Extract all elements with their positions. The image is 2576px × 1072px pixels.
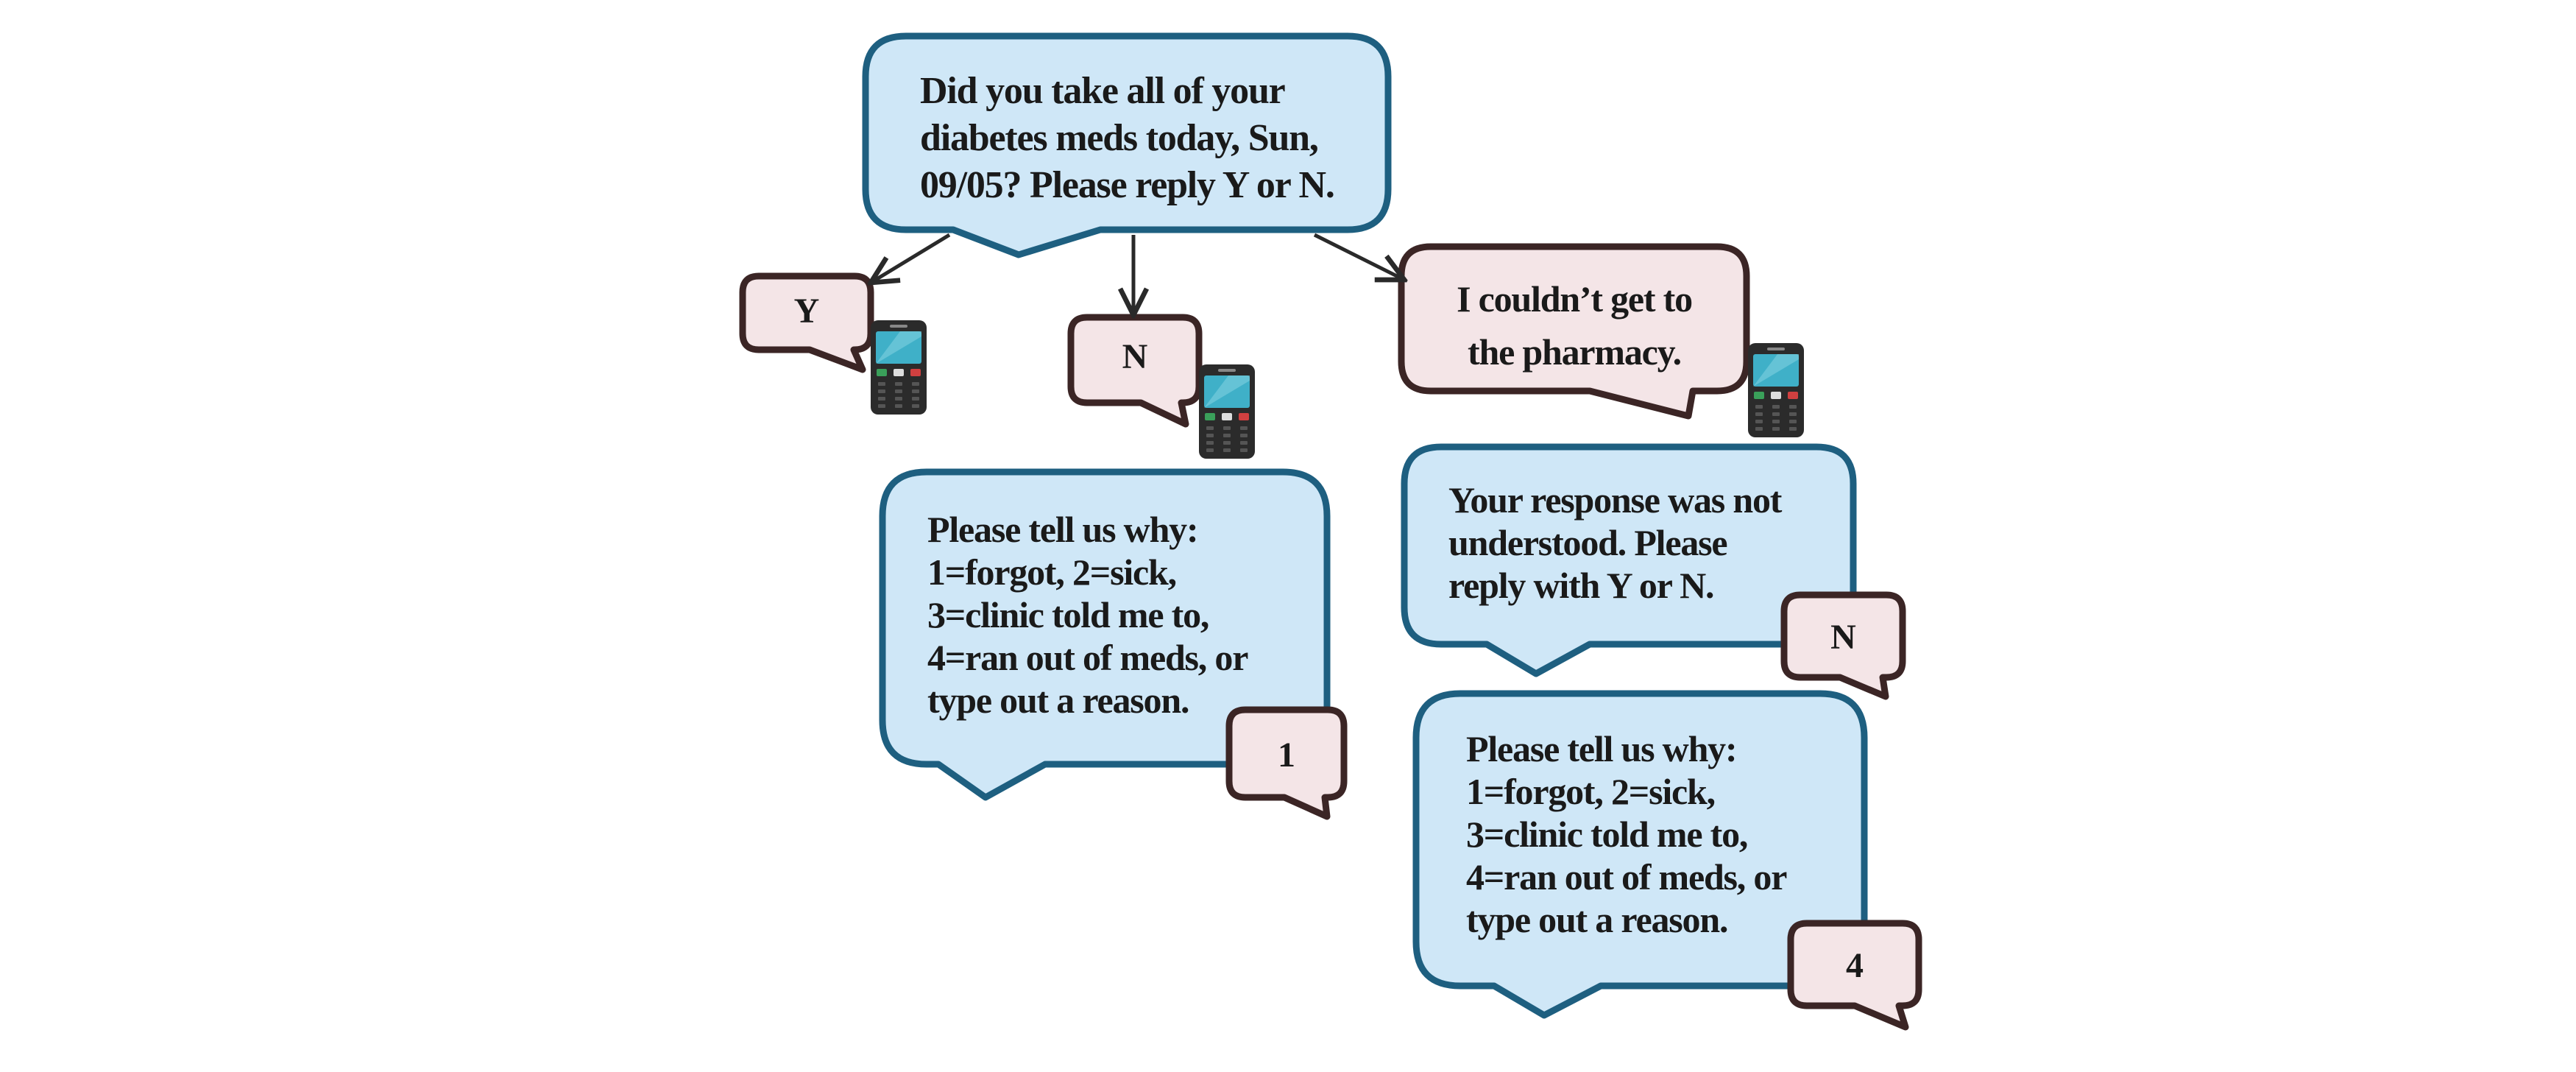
reply-reason-left-bubble — [1225, 706, 1348, 820]
prompt-line: Please tell us why: — [1466, 728, 1738, 769]
mobile-phone-icon — [871, 320, 927, 415]
arrow-to-free-text — [1313, 233, 1404, 280]
prompt-line: Your response was not — [1448, 479, 1782, 521]
prompt-line: understood. Please — [1448, 522, 1728, 563]
prompt-line: 1=forgot, 2=sick, — [1466, 771, 1716, 812]
prompt-line: 1=forgot, 2=sick, — [927, 551, 1177, 593]
reply-yes: Y — [793, 292, 820, 331]
mobile-phone-icon — [1748, 343, 1804, 437]
reply-line: the pharmacy. — [1468, 331, 1682, 373]
prompt-line: 4=ran out of meds, or — [1466, 856, 1787, 898]
reason-prompt-right-bubble — [1412, 690, 1868, 1019]
reply-reason-right-bubble — [1787, 920, 1922, 1031]
prompt-line: Please tell us why: — [927, 509, 1199, 550]
reply-reason-left: 1 — [1278, 736, 1295, 775]
question-line: 09/05? Please reply Y or N. — [920, 164, 1335, 206]
reply-not-understood-bubble — [1780, 591, 1906, 700]
reply-no: N — [1122, 337, 1148, 376]
reason-prompt-left-text: Please tell us why: 1=forgot, 2=sick, 3=… — [927, 508, 1248, 722]
reply-not-understood: N — [1830, 618, 1856, 657]
reply-line: I couldn’t get to — [1457, 278, 1693, 320]
not-understood-text: Your response was not understood. Please… — [1448, 479, 1782, 607]
prompt-line: type out a reason. — [927, 680, 1189, 721]
prompt-line: 3=clinic told me to, — [1466, 814, 1748, 855]
mobile-phone-icon — [1199, 364, 1255, 459]
prompt-line: 3=clinic told me to, — [927, 594, 1209, 635]
question-text: Did you take all of your diabetes meds t… — [920, 68, 1335, 209]
question-bubble — [862, 32, 1392, 258]
reply-no-bubble — [1067, 314, 1203, 428]
prompt-line: reply with Y or N. — [1448, 565, 1715, 606]
reason-prompt-right-text: Please tell us why: 1=forgot, 2=sick, 3=… — [1466, 727, 1787, 941]
arrow-to-yes — [871, 233, 951, 283]
question-line: diabetes meds today, Sun, — [920, 117, 1319, 159]
reply-free-text: I couldn’t get to the pharmacy. — [1453, 272, 1696, 378]
not-understood-bubble — [1401, 443, 1857, 677]
reason-prompt-left-bubble — [879, 468, 1331, 801]
prompt-line: 4=ran out of meds, or — [927, 637, 1248, 678]
question-line: Did you take all of your — [920, 70, 1286, 112]
prompt-line: type out a reason. — [1466, 899, 1728, 940]
reply-reason-right: 4 — [1846, 946, 1864, 985]
